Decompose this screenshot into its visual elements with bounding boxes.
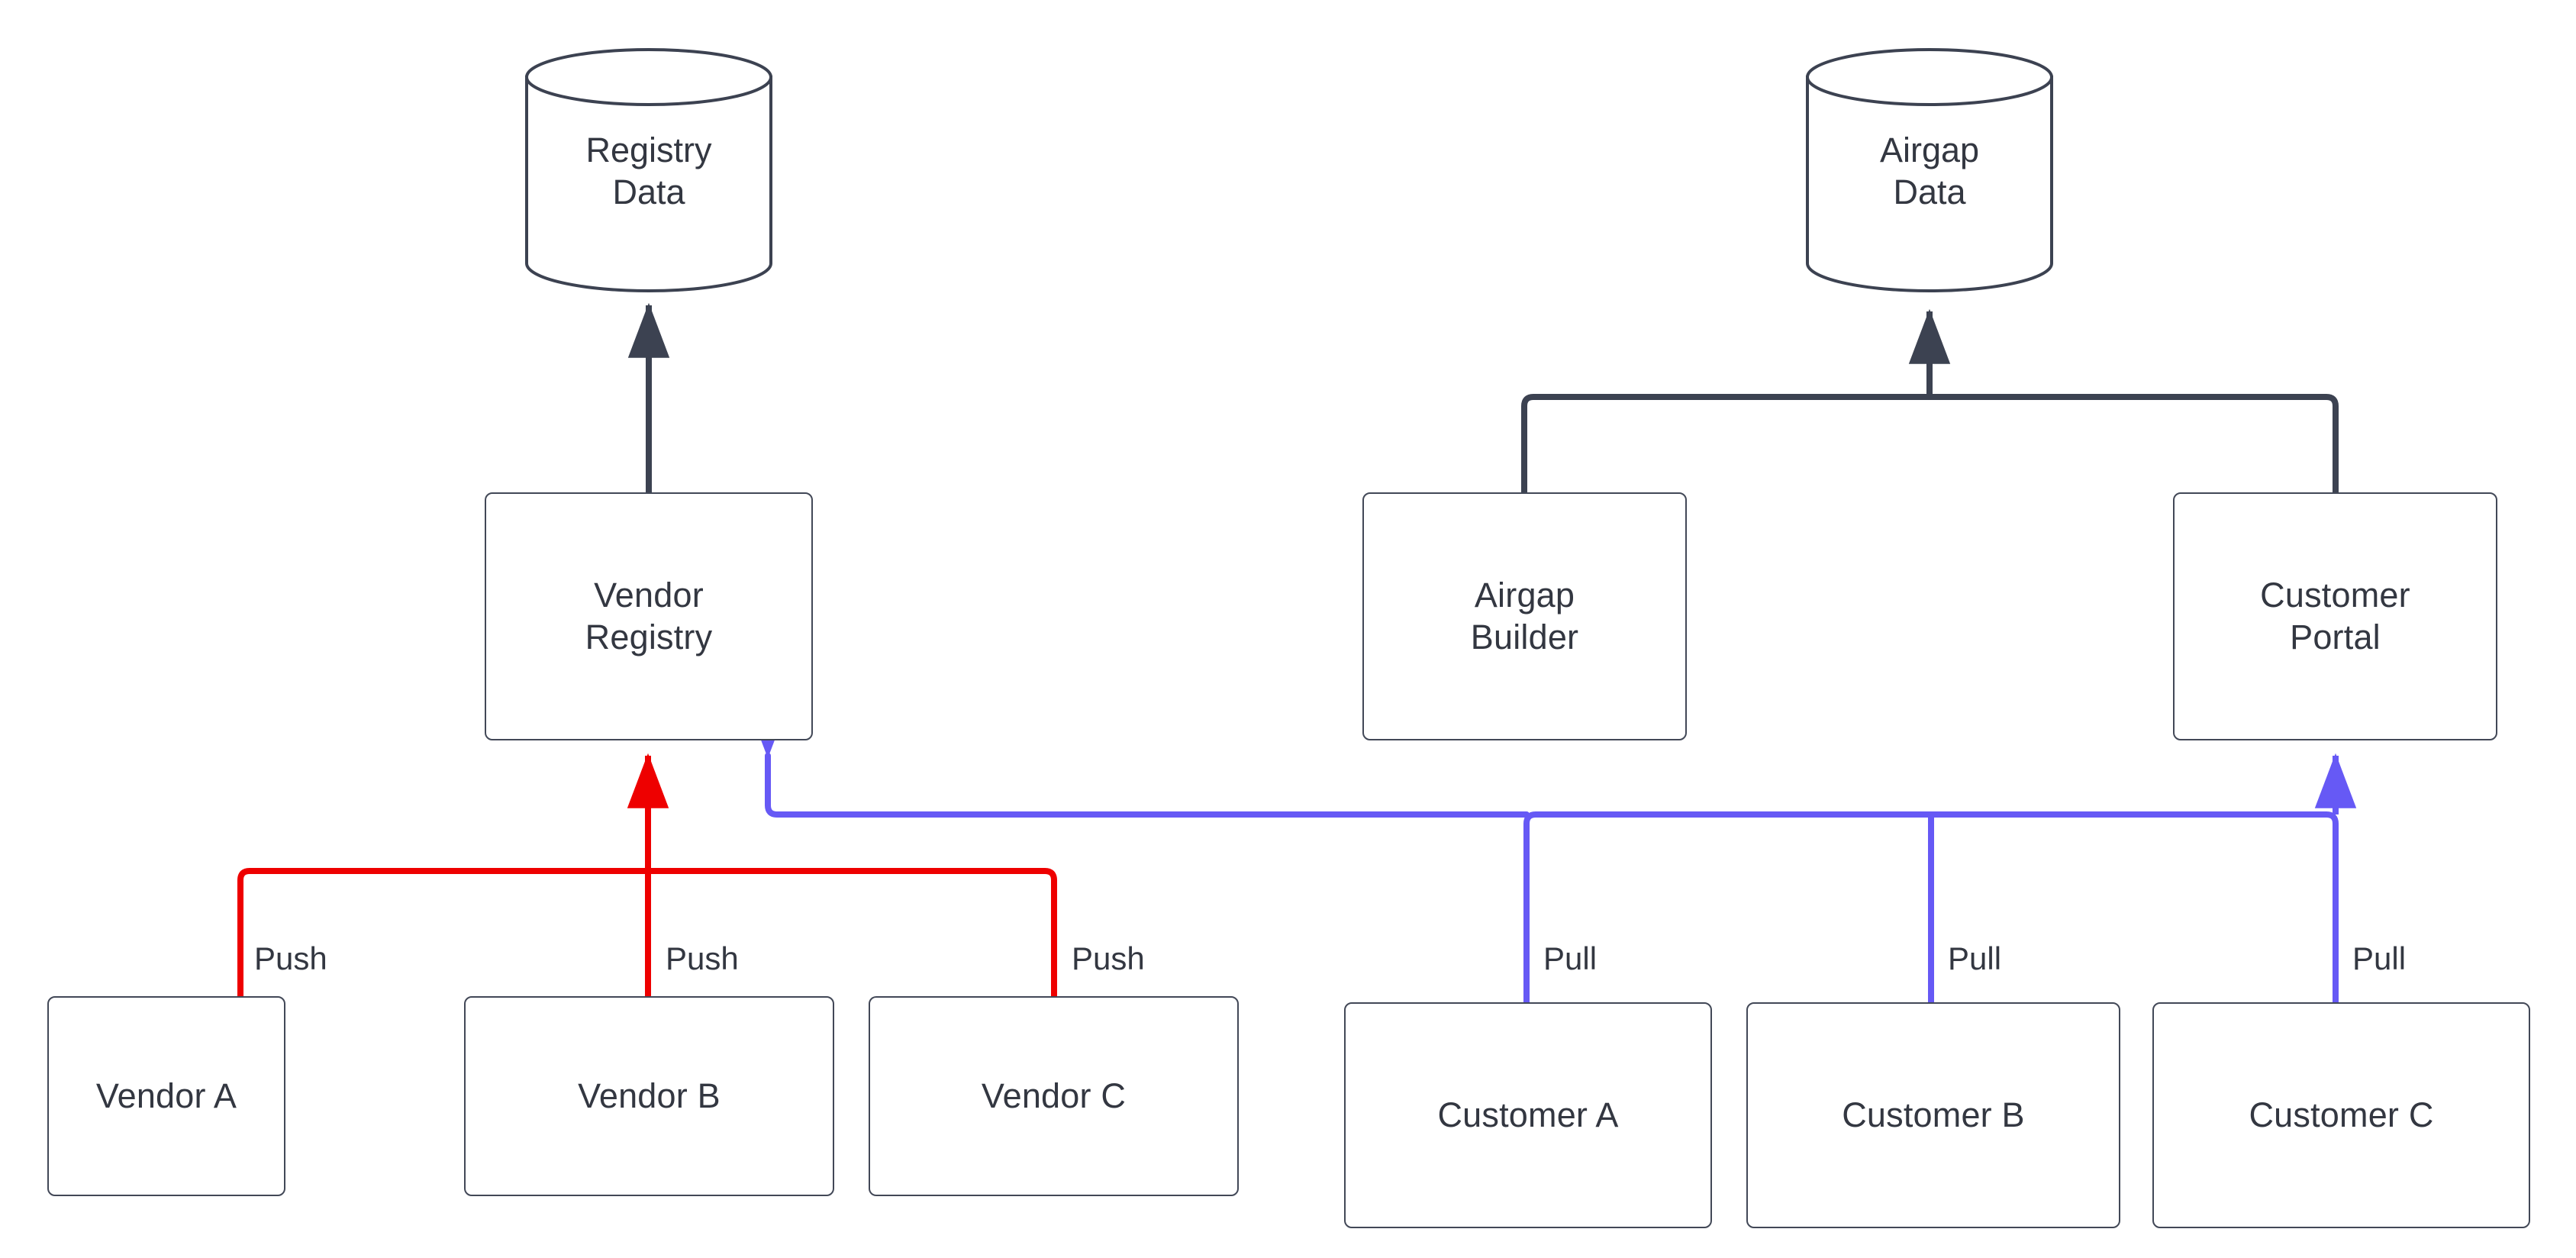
node-customer-portal-label: Customer Portal bbox=[2260, 575, 2410, 656]
node-vendor-c[interactable]: Vendor C bbox=[869, 996, 1239, 1196]
edge-label-pull-customer-b: Pull bbox=[1948, 940, 2002, 976]
node-vendor-b[interactable]: Vendor B bbox=[464, 996, 834, 1196]
node-vendor-a-label: Vendor A bbox=[95, 1076, 237, 1115]
node-customer-b[interactable]: Customer B bbox=[1746, 1002, 2120, 1228]
node-airgap-builder[interactable]: Airgap Builder bbox=[1362, 492, 1687, 740]
node-vendor-a[interactable]: Vendor A bbox=[47, 996, 285, 1196]
edge-customer-portal-to-airgap-data bbox=[1926, 394, 2339, 495]
edge-label-pull-customer-c: Pull bbox=[2352, 940, 2407, 976]
node-customer-portal[interactable]: Customer Portal bbox=[2173, 492, 2497, 740]
edge-label-push-vendor-c: Push bbox=[1072, 940, 1145, 976]
edge-pull-bus-to-vendor-registry bbox=[746, 703, 1530, 818]
registry-data-label: Registry Data bbox=[585, 131, 712, 211]
edge-label-pull-customer-a: Pull bbox=[1543, 940, 1598, 976]
node-customer-a-label: Customer A bbox=[1437, 1095, 1619, 1134]
node-vendor-c-label: Vendor C bbox=[981, 1076, 1127, 1115]
edge-label-push-vendor-b: Push bbox=[666, 940, 739, 976]
node-customer-b-label: Customer B bbox=[1842, 1095, 2025, 1134]
edge-airgap-builder-to-airgap-data bbox=[1521, 394, 1933, 495]
airgap-data-label: Airgap Data bbox=[1879, 131, 1980, 211]
node-vendor-registry-label: Vendor Registry bbox=[585, 575, 713, 656]
node-airgap-builder-label: Airgap Builder bbox=[1470, 575, 1579, 656]
node-customer-a[interactable]: Customer A bbox=[1344, 1002, 1712, 1228]
edge-push-vendor-c bbox=[645, 868, 1057, 999]
edge-label-push-vendor-a: Push bbox=[254, 940, 327, 976]
node-vendor-registry[interactable]: Vendor Registry bbox=[485, 492, 813, 740]
node-customer-c[interactable]: Customer C bbox=[2152, 1002, 2530, 1228]
node-vendor-b-label: Vendor B bbox=[578, 1076, 721, 1115]
edge-push-vendor-a bbox=[237, 868, 651, 999]
node-customer-c-label: Customer C bbox=[2249, 1095, 2434, 1134]
